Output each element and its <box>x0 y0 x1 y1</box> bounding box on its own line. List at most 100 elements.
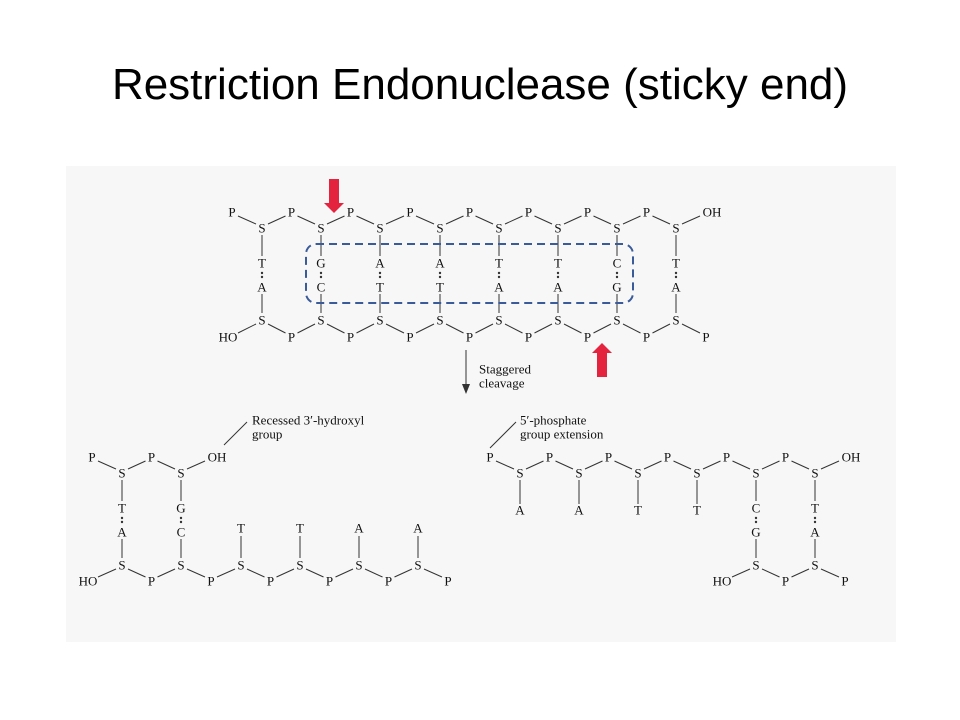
left-lower-strand-backbone-bond <box>423 568 443 578</box>
hydrogen-bond-dot <box>438 271 442 275</box>
left-lower-strand-phosphate: P <box>148 574 155 589</box>
top-upper-strand-sugar: S <box>317 221 324 236</box>
base-T: T <box>554 256 562 271</box>
top-upper-strand-phosphate: P <box>584 205 591 220</box>
left-lower-strand-backbone-bond <box>364 568 383 578</box>
left-lower-strand-sugar: S <box>177 558 184 573</box>
left-upper-strand-backbone-bond <box>186 460 206 470</box>
base-T: T <box>436 280 444 295</box>
overhang-base: A <box>354 521 364 536</box>
left-lower-strand-terminus: HO <box>79 574 98 589</box>
right-upper-strand-sugar: S <box>752 466 759 481</box>
left-lower-strand-backbone-bond <box>246 568 265 578</box>
left-lower-strand-backbone-bond <box>186 568 206 578</box>
recessed-hydroxyl-label: Recessed 3′-hydroxyl <box>252 413 365 428</box>
base-G: G <box>751 525 760 540</box>
hydrogen-bond-dot <box>556 271 560 275</box>
left-lower-strand-phosphate: P <box>207 574 214 589</box>
base-C: C <box>613 256 622 271</box>
left-upper-strand-backbone-bond <box>157 460 176 470</box>
right-upper-strand-sugar: S <box>693 466 700 481</box>
top-upper-strand-backbone-bond <box>504 215 523 225</box>
cleavage-label: cleavage <box>479 376 525 391</box>
right-upper-strand-backbone-bond <box>761 460 780 470</box>
top-lower-strand-backbone-bond <box>681 323 701 334</box>
top-lower-strand-backbone-bond <box>622 323 641 334</box>
right-lower-strand-phosphate: P <box>841 574 848 589</box>
left-upper-strand-phosphate: P <box>88 450 95 465</box>
top-upper-strand-sugar: S <box>672 221 679 236</box>
top-upper-strand-backbone-bond <box>445 215 464 225</box>
hydrogen-bond-dot <box>556 275 560 279</box>
base-G: G <box>316 256 325 271</box>
base-A: A <box>257 280 267 295</box>
top-upper-strand-phosphate: P <box>406 205 413 220</box>
top-upper-strand-backbone-bond <box>237 215 257 225</box>
left-lower-strand-phosphate: P <box>326 574 333 589</box>
right-upper-strand-backbone-bond <box>584 460 603 470</box>
top-upper-strand-phosphate: P <box>525 205 532 220</box>
base-T: T <box>118 501 126 516</box>
top-lower-strand-phosphate: P <box>584 330 591 345</box>
left-upper-strand-terminus: OH <box>208 450 227 465</box>
hydrogen-bond-dot <box>378 275 382 279</box>
top-upper-strand-phosphate: P <box>288 205 295 220</box>
left-lower-strand-backbone-bond <box>394 568 413 578</box>
left-lower-strand-backbone-bond <box>97 568 117 578</box>
right-lower-strand-terminus: HO <box>713 574 732 589</box>
top-lower-strand-sugar: S <box>436 313 443 328</box>
hydrogen-bond-dot <box>179 520 183 524</box>
top-upper-strand-backbone-bond <box>385 215 405 225</box>
overhang-base: T <box>634 503 642 518</box>
hydrogen-bond-dot <box>179 516 183 520</box>
right-upper-strand-sugar: S <box>575 466 582 481</box>
top-upper-strand-backbone-bond <box>622 215 641 225</box>
left-lower-strand-backbone-bond <box>276 568 295 578</box>
left-lower-strand-sugar: S <box>296 558 303 573</box>
right-upper-strand-sugar: S <box>811 466 818 481</box>
recessed-label-leader <box>223 421 248 446</box>
base-T: T <box>811 501 819 516</box>
hydrogen-bond-dot <box>319 271 323 275</box>
phosphate-extension-label-2: group extension <box>520 427 604 442</box>
page-title: Restriction Endonuclease (sticky end) <box>111 60 849 109</box>
base-G: G <box>612 280 621 295</box>
hydrogen-bond-dot <box>120 520 124 524</box>
hydrogen-bond-dot <box>497 271 501 275</box>
top-lower-strand-backbone-bond <box>415 323 435 334</box>
right-lower-strand-backbone-bond <box>761 568 780 578</box>
base-A: A <box>435 256 445 271</box>
top-upper-strand-sugar: S <box>554 221 561 236</box>
hydrogen-bond-dot <box>378 271 382 275</box>
recognition-site-box <box>305 243 634 304</box>
top-lower-strand-sugar: S <box>554 313 561 328</box>
top-upper-strand-backbone-bond <box>534 215 553 225</box>
hydrogen-bond-dot <box>438 275 442 279</box>
cleavage-arrow-down-icon <box>324 179 344 213</box>
staggered-label: Staggered <box>479 362 531 377</box>
left-lower-strand-sugar: S <box>118 558 125 573</box>
base-C: C <box>317 280 326 295</box>
top-upper-strand-sugar: S <box>436 221 443 236</box>
top-lower-strand-phosphate: P <box>466 330 473 345</box>
top-lower-strand-phosphate: P <box>347 330 354 345</box>
cleavage-arrow-up-icon <box>592 343 612 377</box>
base-G: G <box>176 501 185 516</box>
overhang-base: A <box>413 521 423 536</box>
right-upper-strand-terminus: OH <box>842 450 861 465</box>
left-lower-strand-sugar: S <box>237 558 244 573</box>
right-lower-strand-backbone-bond <box>820 568 840 578</box>
left-lower-strand-sugar: S <box>414 558 421 573</box>
top-upper-strand-sugar: S <box>258 221 265 236</box>
top-lower-strand-phosphate: P <box>406 330 413 345</box>
right-upper-strand-backbone-bond <box>820 460 840 470</box>
right-upper-strand-backbone-bond <box>643 460 662 470</box>
left-lower-strand-phosphate: P <box>444 574 451 589</box>
base-A: A <box>810 525 820 540</box>
right-upper-strand-backbone-bond <box>495 460 515 470</box>
base-T: T <box>376 280 384 295</box>
top-upper-strand-backbone-bond <box>652 215 671 225</box>
top-upper-strand-backbone-bond <box>415 215 435 225</box>
